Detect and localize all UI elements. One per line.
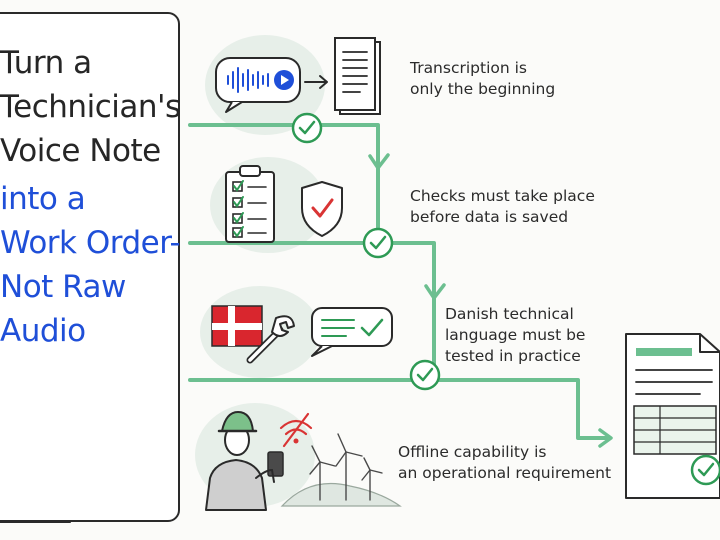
step-3-line-3: tested in practice	[445, 347, 581, 365]
work-order-form-icon	[625, 333, 720, 499]
arrowhead-step2	[424, 283, 446, 300]
title-line-4: into a	[0, 181, 86, 217]
step-4-line-2: an operational requirement	[398, 464, 612, 482]
danish-flag-icon	[211, 305, 263, 347]
checkpoint-1-check-icon	[291, 112, 323, 144]
step-2-line-1: Checks must take place	[410, 187, 595, 205]
wrench-icon	[246, 315, 295, 364]
shield-check-icon	[301, 181, 343, 237]
step-1-caption: Transcription is only the beginning	[410, 58, 555, 100]
checkpoint-3-check-icon	[409, 359, 441, 391]
checked-chat-bubble-icon	[311, 307, 393, 357]
step-3-caption: Danish technical language must be tested…	[445, 304, 585, 367]
step-2-caption: Checks must take place before data is sa…	[410, 186, 595, 228]
document-icon	[334, 37, 381, 115]
step-3-line-2: language must be	[445, 326, 586, 344]
step-3-line-1: Danish technical	[445, 305, 574, 323]
step-1-line-1: Transcription is	[410, 59, 527, 77]
title-line-2: Technician's	[0, 89, 181, 125]
title-line-5: Work Order-	[0, 225, 181, 261]
checkpoint-2-check-icon	[362, 227, 394, 259]
wind-turbine-icon	[280, 433, 402, 507]
checklist-clipboard-icon	[225, 165, 275, 243]
technician-icon	[205, 411, 284, 511]
step-1-line-2: only the beginning	[410, 80, 556, 98]
audio-message-icon	[215, 57, 301, 113]
step-4-line-1: Offline capability is	[398, 443, 547, 461]
title-line-6: Not Raw	[0, 269, 126, 305]
no-wifi-icon	[279, 412, 313, 448]
arrow-right-icon	[304, 75, 328, 89]
title-panel	[0, 12, 180, 522]
step-4-caption: Offline capability is an operational req…	[398, 442, 611, 484]
step-2-line-2: before data is saved	[410, 208, 569, 226]
title-line-7: Audio	[0, 313, 86, 349]
title-line-1: Turn a	[0, 45, 92, 81]
arrowhead-step1	[368, 153, 390, 170]
arrowhead-final	[598, 428, 613, 448]
title-line-3: Voice Note	[0, 133, 161, 169]
